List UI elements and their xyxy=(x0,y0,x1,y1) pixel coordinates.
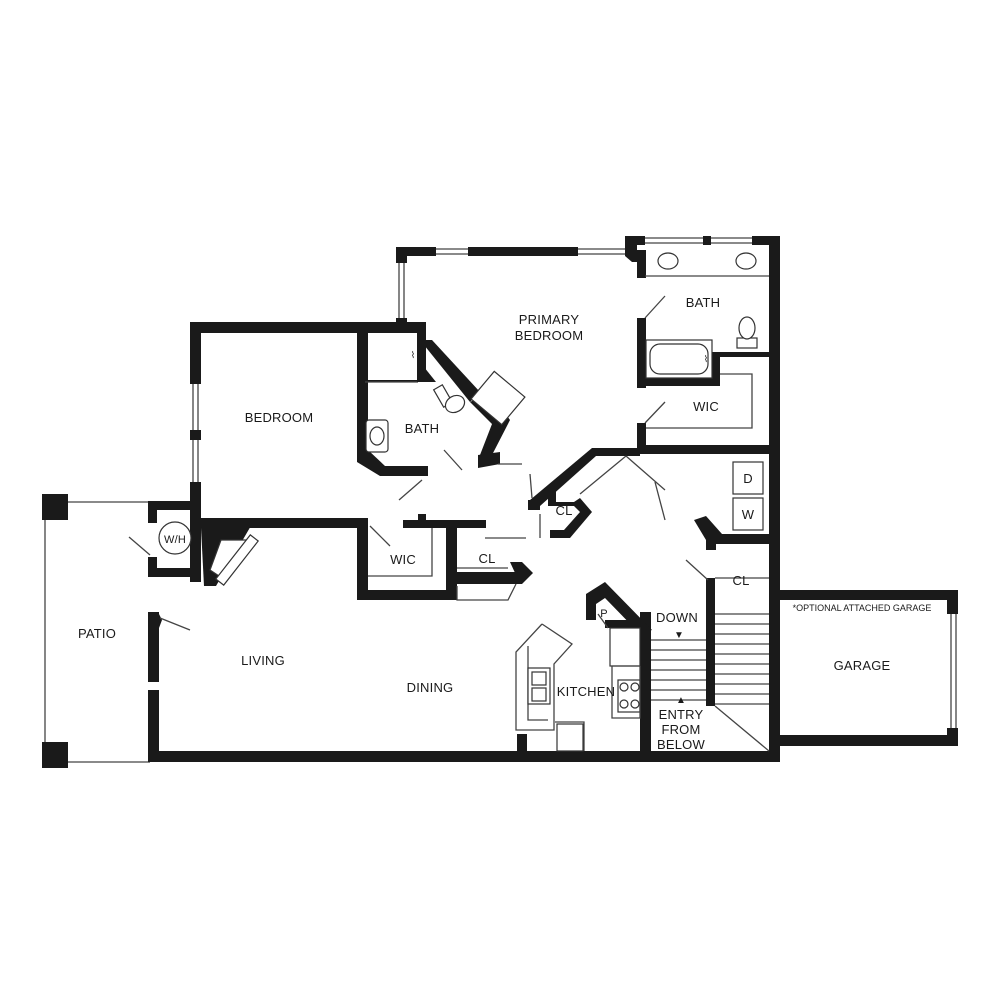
label-primary-bedroom-2: BEDROOM xyxy=(515,328,584,343)
label-primary-bedroom-1: PRIMARY xyxy=(519,312,580,327)
sink-icon xyxy=(369,426,385,446)
dryer-icon xyxy=(732,461,764,495)
water-heater-icon xyxy=(158,521,192,555)
label-bedroom: BEDROOM xyxy=(245,410,314,425)
label-stairs-down: DOWN xyxy=(656,610,698,625)
label-patio: PATIO xyxy=(78,626,116,641)
stairs xyxy=(651,577,770,752)
up-arrow-icon: ▲ xyxy=(676,695,686,706)
vent-icon: ⌇ xyxy=(704,354,708,364)
label-dining: DINING xyxy=(407,680,454,695)
down-arrow-icon: ▼ xyxy=(674,630,684,641)
label-bath: BATH xyxy=(405,421,440,436)
toilet-icon xyxy=(736,316,758,349)
doors xyxy=(128,295,709,631)
bathtub-icon xyxy=(470,370,526,426)
label-primary-bath: BATH xyxy=(686,295,721,310)
interior-walls xyxy=(190,275,772,762)
exterior-walls xyxy=(148,236,780,762)
label-garage-note: *OPTIONAL ATTACHED GARAGE xyxy=(793,603,932,613)
label-dryer: D xyxy=(743,471,753,486)
label-living: LIVING xyxy=(241,653,285,668)
room-labels: PRIMARY BEDROOM BATH WIC BEDROOM BATH WI… xyxy=(78,295,931,752)
label-entry-1: ENTRY xyxy=(659,707,704,722)
patio xyxy=(42,494,150,768)
vent-icon: ⌇ xyxy=(411,350,415,360)
toilet-icon xyxy=(432,384,466,414)
label-cl-right: CL xyxy=(732,573,749,588)
label-washer: W xyxy=(742,507,755,522)
label-water-heater: W/H xyxy=(164,534,186,546)
sink-icon xyxy=(657,252,679,270)
label-kitchen: KITCHEN xyxy=(557,684,615,699)
washer-icon xyxy=(732,497,764,531)
fixtures: ⌇ ⌇ xyxy=(158,252,764,752)
refrigerator-icon xyxy=(609,627,641,667)
label-entry-2: FROM xyxy=(661,722,700,737)
sink-icon xyxy=(735,252,757,270)
label-garage: GARAGE xyxy=(834,658,891,673)
label-pantry: P xyxy=(600,608,608,620)
label-cl-hall: CL xyxy=(478,551,495,566)
label-cl-center: CL xyxy=(555,503,572,518)
label-primary-wic: WIC xyxy=(693,399,719,414)
label-entry-3: BELOW xyxy=(657,737,705,752)
label-wic: WIC xyxy=(390,552,416,567)
garage xyxy=(780,590,958,746)
